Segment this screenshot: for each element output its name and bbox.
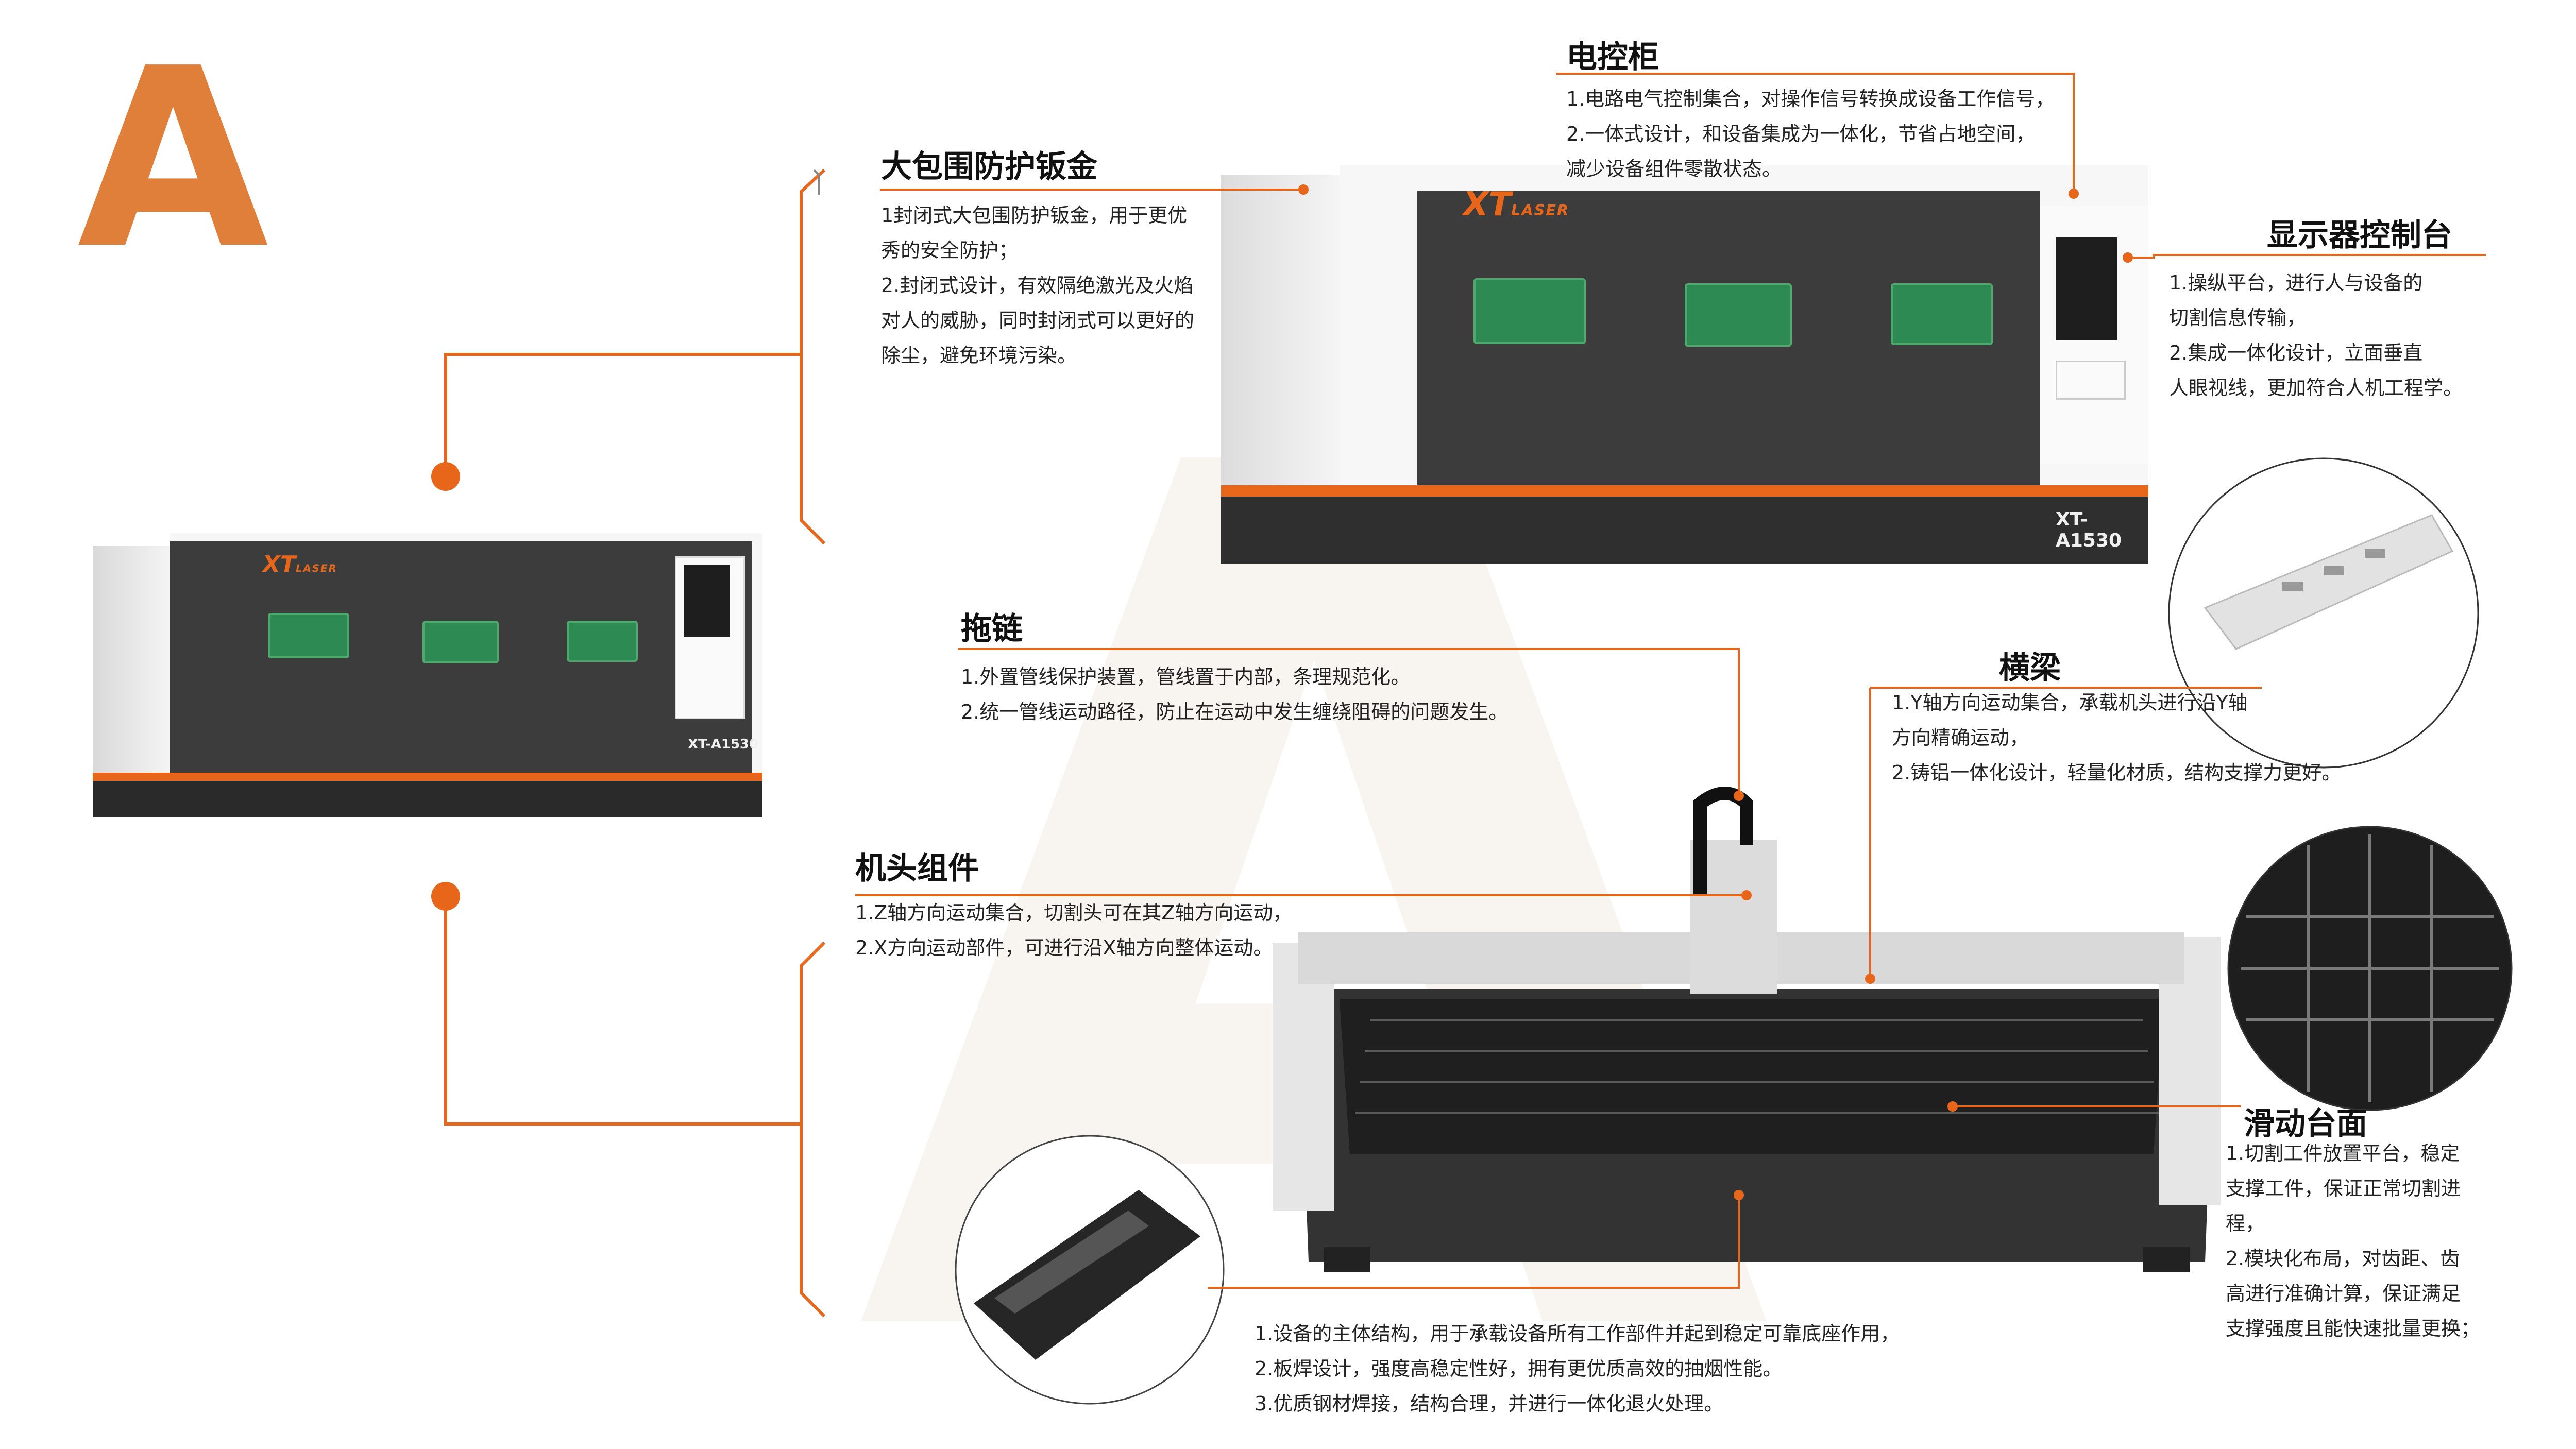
overview-window-1 bbox=[268, 613, 349, 658]
machine-base bbox=[93, 781, 762, 817]
bed-detail-circle bbox=[955, 1135, 1225, 1405]
enclosure-line-2: 秀的安全防护； bbox=[881, 239, 1019, 262]
table-line-4: 2.模块化布局，对齿距、齿 bbox=[2226, 1247, 2460, 1270]
cabinet-line-3: 减少设备组件零散状态。 bbox=[1566, 158, 1782, 180]
cabinet-title: 电控柜 bbox=[1566, 39, 1659, 75]
table-line-5: 高进行准确计算，保证满足 bbox=[2226, 1282, 2461, 1305]
big-side-panels bbox=[1221, 175, 1340, 520]
drag-chain-line-2: 2.统一管线运动路径，防止在运动中发生缠绕阻碍的问题发生。 bbox=[961, 701, 1509, 723]
open-frame-machine bbox=[1273, 787, 2221, 1272]
enclosure-line-4: 对人的威胁，同时封闭式可以更好的 bbox=[881, 309, 1195, 332]
console-screen bbox=[684, 565, 730, 637]
overview-brand-logo: XTLASER bbox=[263, 551, 337, 577]
enclosure-line-3: 2.封闭式设计，有效隔绝激光及火焰 bbox=[881, 274, 1194, 297]
big-console-screen bbox=[2056, 237, 2117, 340]
overview-window-2 bbox=[422, 621, 499, 663]
drag-chain-title: 拖链 bbox=[961, 611, 1023, 647]
big-window-2 bbox=[1685, 283, 1792, 347]
beam-description: 1.Y轴方向运动集合，承载机头进行沿Y轴 方向精确运动， 2.铸铝一体化设计，轻… bbox=[1892, 685, 2341, 790]
bed-line-1: 1.设备的主体结构，用于承载设备所有工作部件并起到稳定可靠底座作用， bbox=[1255, 1322, 1900, 1345]
enclosure-title: 大包围防护钣金 bbox=[881, 149, 1097, 185]
bed-line-3: 3.优质钢材焊接，结构合理，并进行一体化退火处理。 bbox=[1255, 1392, 1724, 1415]
big-console-drawer bbox=[2056, 361, 2126, 400]
head-description: 1.Z轴方向运动集合，切割头可在其Z轴方向运动， 2.X方向运动部件，可进行沿X… bbox=[855, 895, 1292, 965]
beam-line-3: 2.铸铝一体化设计，轻量化材质，结构支撑力更好。 bbox=[1892, 761, 2342, 784]
display-title: 显示器控制台 bbox=[2267, 217, 2452, 253]
section-letter: A bbox=[77, 15, 269, 303]
machine-console bbox=[675, 556, 745, 719]
machine-side-panels bbox=[93, 546, 170, 798]
table-description: 1.切割工件放置平台，稳定 支撑工件，保证正常切割进 程， 2.模块化布局，对齿… bbox=[2226, 1136, 2480, 1346]
bed-line-2: 2.板焊设计，强度高稳定性好，拥有更优质高效的抽烟性能。 bbox=[1255, 1357, 1783, 1380]
head-title: 机头组件 bbox=[855, 850, 979, 887]
support-feet-left bbox=[1324, 1247, 1370, 1272]
big-window-3 bbox=[1891, 283, 1993, 345]
beam-line-2: 方向精确运动， bbox=[1892, 726, 2029, 749]
table-line-1: 1.切割工件放置平台，稳定 bbox=[2226, 1142, 2460, 1165]
display-line-2: 切割信息传输， bbox=[2169, 306, 2307, 329]
display-line-1: 1.操纵平台，进行人与设备的 bbox=[2169, 271, 2423, 294]
display-description: 1.操纵平台，进行人与设备的 切割信息传输， 2.集成一体化设计，立面垂直 人眼… bbox=[2169, 265, 2463, 405]
cabinet-line-1: 1.电路电气控制集合，对操作信号转换成设备工作信号， bbox=[1566, 88, 2055, 110]
head-line-2: 2.X方向运动部件，可进行沿X轴方向整体运动。 bbox=[855, 936, 1273, 959]
big-model-label: XT-A1530 bbox=[2056, 509, 2122, 551]
connector-dot-bottom bbox=[431, 882, 460, 911]
big-base bbox=[1221, 497, 2148, 564]
overview-window-3 bbox=[567, 621, 638, 662]
connector-dot-top bbox=[431, 462, 460, 491]
enclosure-description: 1封闭式大包围防护钣金，用于更优 秀的安全防护； 2.封闭式设计，有效隔绝激光及… bbox=[881, 198, 1194, 373]
enclosure-line-5: 除尘，避免环境污染。 bbox=[881, 344, 1077, 367]
table-detail-circle bbox=[2227, 826, 2513, 1111]
cabinet-line-2: 2.一体式设计，和设备集成为一体化，节省占地空间， bbox=[1566, 123, 2036, 145]
bed-description: 1.设备的主体结构，用于承载设备所有工作部件并起到稳定可靠底座作用， 2.板焊设… bbox=[1255, 1316, 1900, 1421]
beam-detail-circle bbox=[2168, 457, 2479, 769]
big-brand-logo: XTLASER bbox=[1463, 185, 1570, 224]
big-window-1 bbox=[1473, 278, 1586, 344]
left-rail bbox=[1273, 943, 1334, 1211]
table-line-3: 程， bbox=[2226, 1212, 2265, 1235]
overview-model-label: XT-A1530 bbox=[688, 737, 759, 752]
table-title: 滑动台面 bbox=[2244, 1106, 2367, 1142]
drag-chain-description: 1.外置管线保护装置，管线置于内部，条理规范化。 2.统一管线运动路径，防止在运… bbox=[961, 659, 1508, 729]
big-orange-stripe bbox=[1221, 485, 2148, 497]
overview-machine: XTLASER XT-A1530 bbox=[93, 531, 762, 840]
display-line-3: 2.集成一体化设计，立面垂直 bbox=[2169, 342, 2423, 364]
bed-top bbox=[1340, 999, 2164, 1154]
head-line-1: 1.Z轴方向运动集合，切割头可在其Z轴方向运动， bbox=[855, 901, 1293, 924]
beam-title: 横梁 bbox=[1999, 650, 2061, 686]
table-line-2: 支撑工件，保证正常切割进 bbox=[2226, 1177, 2461, 1200]
enclosure-line-1: 1封闭式大包围防护钣金，用于更优 bbox=[881, 204, 1188, 227]
machine-orange-stripe bbox=[93, 773, 762, 781]
enclosed-machine: XTLASER XT-A1530 bbox=[1221, 165, 2148, 577]
beam-line-1: 1.Y轴方向运动集合，承载机头进行沿Y轴 bbox=[1892, 691, 2248, 714]
support-feet-right bbox=[2143, 1247, 2190, 1272]
table-line-6: 支撑强度且能快速批量更换； bbox=[2226, 1317, 2481, 1340]
cabinet-description: 1.电路电气控制集合，对操作信号转换成设备工作信号， 2.一体式设计，和设备集成… bbox=[1566, 81, 2055, 186]
display-line-4: 人眼视线，更加符合人机工程学。 bbox=[2169, 377, 2463, 399]
drag-chain-line-1: 1.外置管线保护装置，管线置于内部，条理规范化。 bbox=[961, 666, 1411, 688]
big-console bbox=[2040, 206, 2148, 464]
